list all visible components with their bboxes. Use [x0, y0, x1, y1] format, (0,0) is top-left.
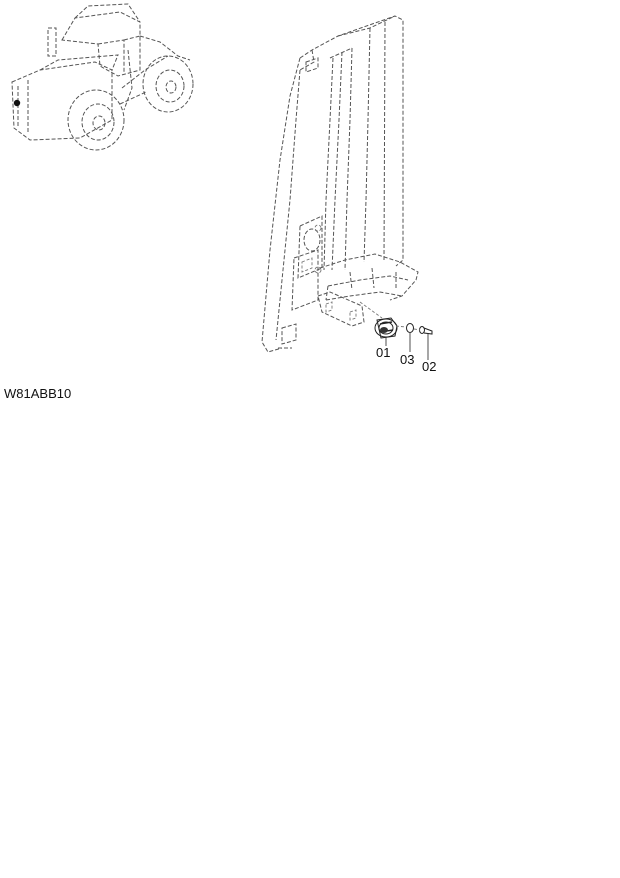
- machine-overview-thumbnail: [11, 3, 194, 151]
- callout-01: 01: [376, 345, 390, 360]
- part-03-washer: [395, 323, 414, 333]
- callout-03: 03: [400, 352, 414, 367]
- part-01-switch: [374, 317, 398, 339]
- location-marker-dot: [13, 99, 21, 107]
- panel-assembly: [261, 15, 419, 353]
- diagram-code: W81ABB10: [4, 386, 71, 401]
- callout-02: 02: [422, 359, 436, 374]
- part-02-screw: [413, 326, 433, 335]
